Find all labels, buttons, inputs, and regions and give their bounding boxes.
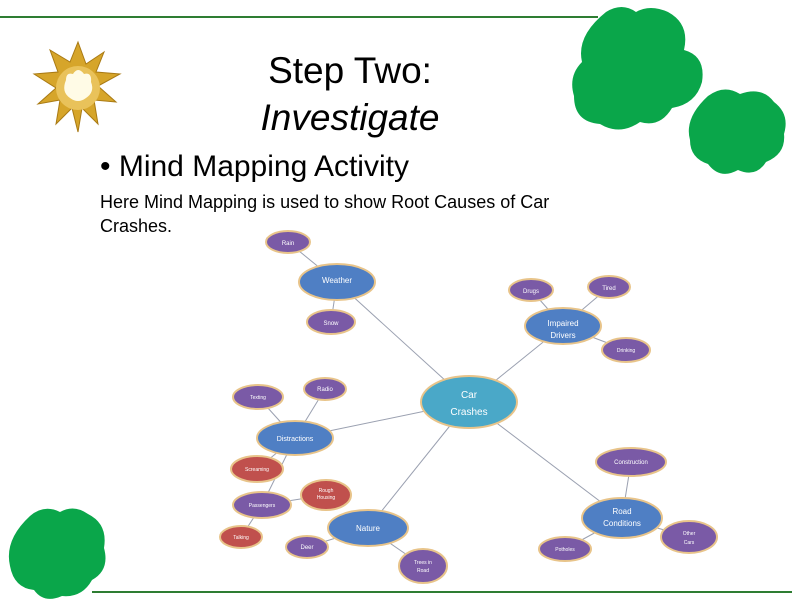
node-rough-housing [300, 479, 352, 511]
label-talking: Talking [233, 535, 249, 541]
node-tired [587, 275, 631, 299]
mind-map-nodes [219, 230, 718, 584]
label-trees-in: Trees in [414, 560, 432, 566]
label-drinking: Drinking [617, 348, 636, 354]
label-potholes: Potholes [555, 547, 575, 553]
label-weather: Weather [322, 276, 352, 285]
node-impaired-drivers [524, 307, 602, 345]
slide-title: Step Two: [268, 50, 432, 91]
label-radio: Radio [317, 387, 333, 393]
node-passengers [232, 491, 292, 519]
label-drugs: Drugs [523, 289, 539, 295]
node-potholes [538, 536, 592, 562]
label-conditions: Conditions [603, 519, 641, 528]
node-distractions [256, 420, 334, 456]
label-rain: Rain [282, 241, 294, 247]
label-construction: Construction [614, 460, 648, 466]
label-snow: Snow [323, 321, 339, 327]
mind-map-labels: Car Crashes Weather Rain Snow Impaired D… [233, 241, 695, 574]
label-tired: Tired [602, 286, 615, 292]
node-deer [285, 535, 329, 559]
label-other: Other [683, 531, 696, 537]
label-deer: Deer [300, 545, 313, 551]
node-construction [595, 447, 667, 477]
top-rule [0, 16, 598, 18]
label-impaired-2: Drivers [550, 331, 575, 340]
node-car-crashes [420, 375, 518, 429]
bullet-item: • Mind Mapping Activity [100, 150, 409, 183]
label-impaired: Impaired [547, 319, 578, 328]
label-road: Road [612, 507, 631, 516]
label-texting: Texting [250, 395, 266, 401]
label-car-crashes: Car [461, 390, 478, 401]
label-passengers: Passengers [249, 503, 276, 509]
node-weather [298, 263, 376, 301]
bottom-rule [92, 591, 792, 593]
label-housing: Housing [317, 495, 336, 501]
node-talking [219, 525, 263, 549]
node-texting [232, 384, 284, 410]
node-screaming [230, 455, 284, 483]
label-distractions: Distractions [277, 436, 314, 443]
node-nature [327, 509, 409, 547]
label-car-crashes-2: Crashes [450, 407, 487, 418]
label-cars: Cars [684, 540, 695, 546]
label-screaming: Screaming [245, 467, 269, 473]
node-trees-in-road [398, 548, 448, 584]
label-nature: Nature [356, 524, 381, 533]
label-rough: Rough [319, 488, 334, 494]
slide-subtitle: Investigate [260, 97, 440, 138]
description-text: Here Mind Mapping is used to show Root C… [100, 192, 550, 236]
node-road-conditions [581, 497, 663, 539]
node-drugs [508, 278, 554, 302]
node-other-cars [660, 520, 718, 554]
label-road-2: Road [417, 568, 429, 574]
node-snow [306, 309, 356, 335]
node-drinking [601, 337, 651, 363]
node-radio [303, 377, 347, 401]
node-rain [265, 230, 311, 254]
